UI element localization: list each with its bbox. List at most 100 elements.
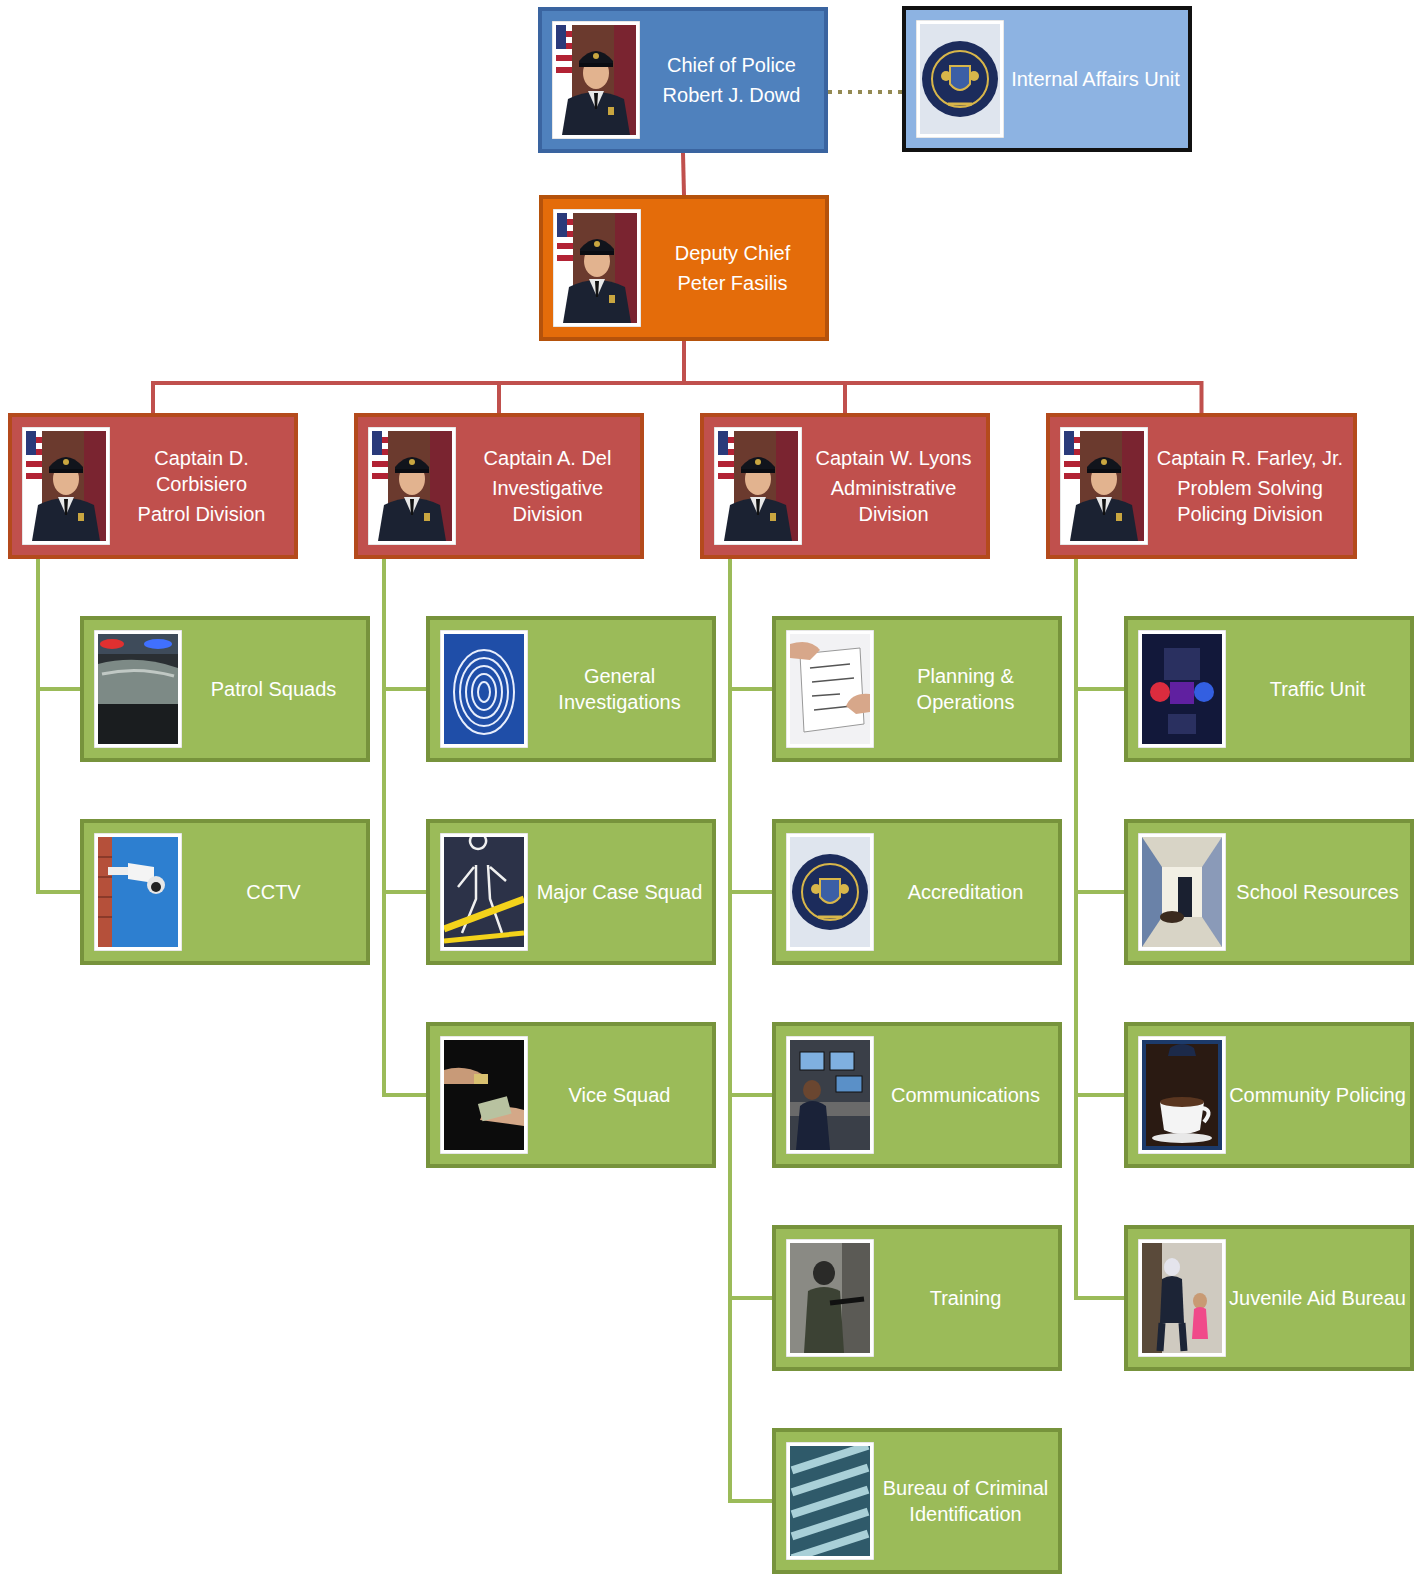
photo-image	[920, 24, 1000, 134]
box-title: Patrol Squads	[185, 676, 362, 702]
box-title: Chief of Police	[643, 52, 820, 78]
reporting-line	[1076, 559, 1124, 892]
reporting-line	[730, 559, 772, 1095]
affairs-box: Internal Affairs Unit	[902, 6, 1192, 152]
photo-image	[444, 1040, 524, 1150]
photo-border	[916, 20, 1004, 138]
reporting-line	[384, 559, 426, 1095]
box-title: Planning & Operations	[877, 663, 1054, 715]
unit-box: Accreditation	[772, 819, 1062, 965]
text-holder: Patrol Squads	[185, 676, 362, 702]
text-holder: School Resources	[1229, 879, 1406, 905]
photo-image	[557, 213, 637, 323]
photo-border	[786, 833, 874, 951]
unit-box: Vice Squad	[426, 1022, 716, 1168]
reporting-line	[730, 559, 772, 689]
unit-box: Patrol Squads	[80, 616, 370, 762]
photo-border	[94, 833, 182, 951]
photo-image	[1142, 634, 1222, 744]
photo-image	[26, 431, 106, 541]
photo-image	[790, 1442, 870, 1560]
unit-box: Community Policing	[1124, 1022, 1414, 1168]
photo-frame	[714, 427, 802, 545]
box-title: Captain D. Corbisiero	[113, 445, 290, 497]
reporting-line	[730, 559, 772, 892]
photo-image	[98, 634, 178, 744]
box-title: Internal Affairs Unit	[1007, 66, 1184, 92]
box-subtitle: Problem Solving Policing Division	[1151, 475, 1349, 527]
box-title: Captain A. Del	[459, 445, 636, 471]
box-title: Bureau of Criminal Identification	[877, 1475, 1054, 1527]
unit-box: General Investigations	[426, 616, 716, 762]
photo-image	[444, 833, 524, 947]
photo-image	[790, 837, 870, 947]
photo-image	[1142, 837, 1222, 947]
box-title: Training	[877, 1285, 1054, 1311]
photo-border	[368, 427, 456, 545]
box-subtitle: Investigative Division	[459, 475, 636, 527]
photo-frame	[786, 1239, 874, 1357]
division-box: Captain D. CorbisieroPatrol Division	[8, 413, 298, 559]
reporting-line	[730, 559, 772, 1298]
photo-border	[1138, 1036, 1226, 1154]
reporting-line	[683, 153, 684, 195]
photo-frame	[553, 209, 641, 327]
photo-frame	[916, 20, 1004, 138]
unit-box: Training	[772, 1225, 1062, 1371]
reporting-line	[1076, 559, 1124, 1298]
photo-frame	[1138, 630, 1226, 748]
photo-image	[556, 25, 636, 135]
text-holder: Training	[877, 1285, 1054, 1311]
photo-border	[1138, 630, 1226, 748]
reporting-line	[384, 559, 426, 892]
unit-box: Juvenile Aid Bureau	[1124, 1225, 1414, 1371]
unit-box: School Resources	[1124, 819, 1414, 965]
reporting-line	[684, 341, 1202, 413]
division-box: Captain R. Farley, Jr. Problem Solving Po…	[1046, 413, 1357, 559]
photo-border	[94, 630, 182, 748]
text-holder: Traffic Unit	[1229, 676, 1406, 702]
photo-frame	[552, 21, 640, 139]
photo-border	[552, 21, 640, 139]
box-subtitle: Robert J. Dowd	[643, 82, 820, 108]
photo-border	[553, 209, 641, 327]
division-box: Captain A. DelInvestigative Division	[354, 413, 644, 559]
photo-image	[1064, 431, 1144, 541]
text-holder: Captain A. DelInvestigative Division	[459, 445, 636, 527]
text-holder: Captain W. LyonsAdministrative Division	[805, 445, 982, 527]
photo-border	[786, 1239, 874, 1357]
photo-image	[1142, 1040, 1222, 1150]
unit-box: Major Case Squad	[426, 819, 716, 965]
photo-image	[372, 431, 452, 541]
box-subtitle: Patrol Division	[113, 501, 290, 527]
text-holder: Accreditation	[877, 879, 1054, 905]
photo-frame	[440, 630, 528, 748]
box-title: Captain R. Farley, Jr.	[1151, 445, 1349, 471]
photo-frame	[1060, 427, 1148, 545]
text-holder: CCTV	[185, 879, 362, 905]
unit-box: Bureau of Criminal Identification	[772, 1428, 1062, 1574]
photo-frame	[440, 1036, 528, 1154]
box-title: Vice Squad	[531, 1082, 708, 1108]
photo-frame	[1138, 1239, 1226, 1357]
photo-frame	[440, 833, 528, 951]
box-subtitle: Administrative Division	[805, 475, 982, 527]
photo-image	[444, 634, 524, 744]
chief-box: Chief of PoliceRobert J. Dowd	[538, 7, 828, 153]
photo-frame	[368, 427, 456, 545]
text-holder: Internal Affairs Unit	[1007, 66, 1184, 92]
reporting-line	[153, 341, 684, 413]
deputy-box: Deputy ChiefPeter Fasilis	[539, 195, 829, 341]
division-box: Captain W. LyonsAdministrative Division	[700, 413, 990, 559]
photo-image	[718, 431, 798, 541]
text-holder: Community Policing	[1229, 1082, 1406, 1108]
photo-frame	[1138, 1036, 1226, 1154]
dotted-link	[828, 90, 902, 94]
photo-image	[790, 634, 870, 744]
photo-border	[1138, 1239, 1226, 1357]
box-subtitle: Peter Fasilis	[644, 270, 821, 296]
text-holder: Vice Squad	[531, 1082, 708, 1108]
text-holder: Captain R. Farley, Jr. Problem Solving Po…	[1151, 445, 1349, 527]
box-title: Deputy Chief	[644, 240, 821, 266]
